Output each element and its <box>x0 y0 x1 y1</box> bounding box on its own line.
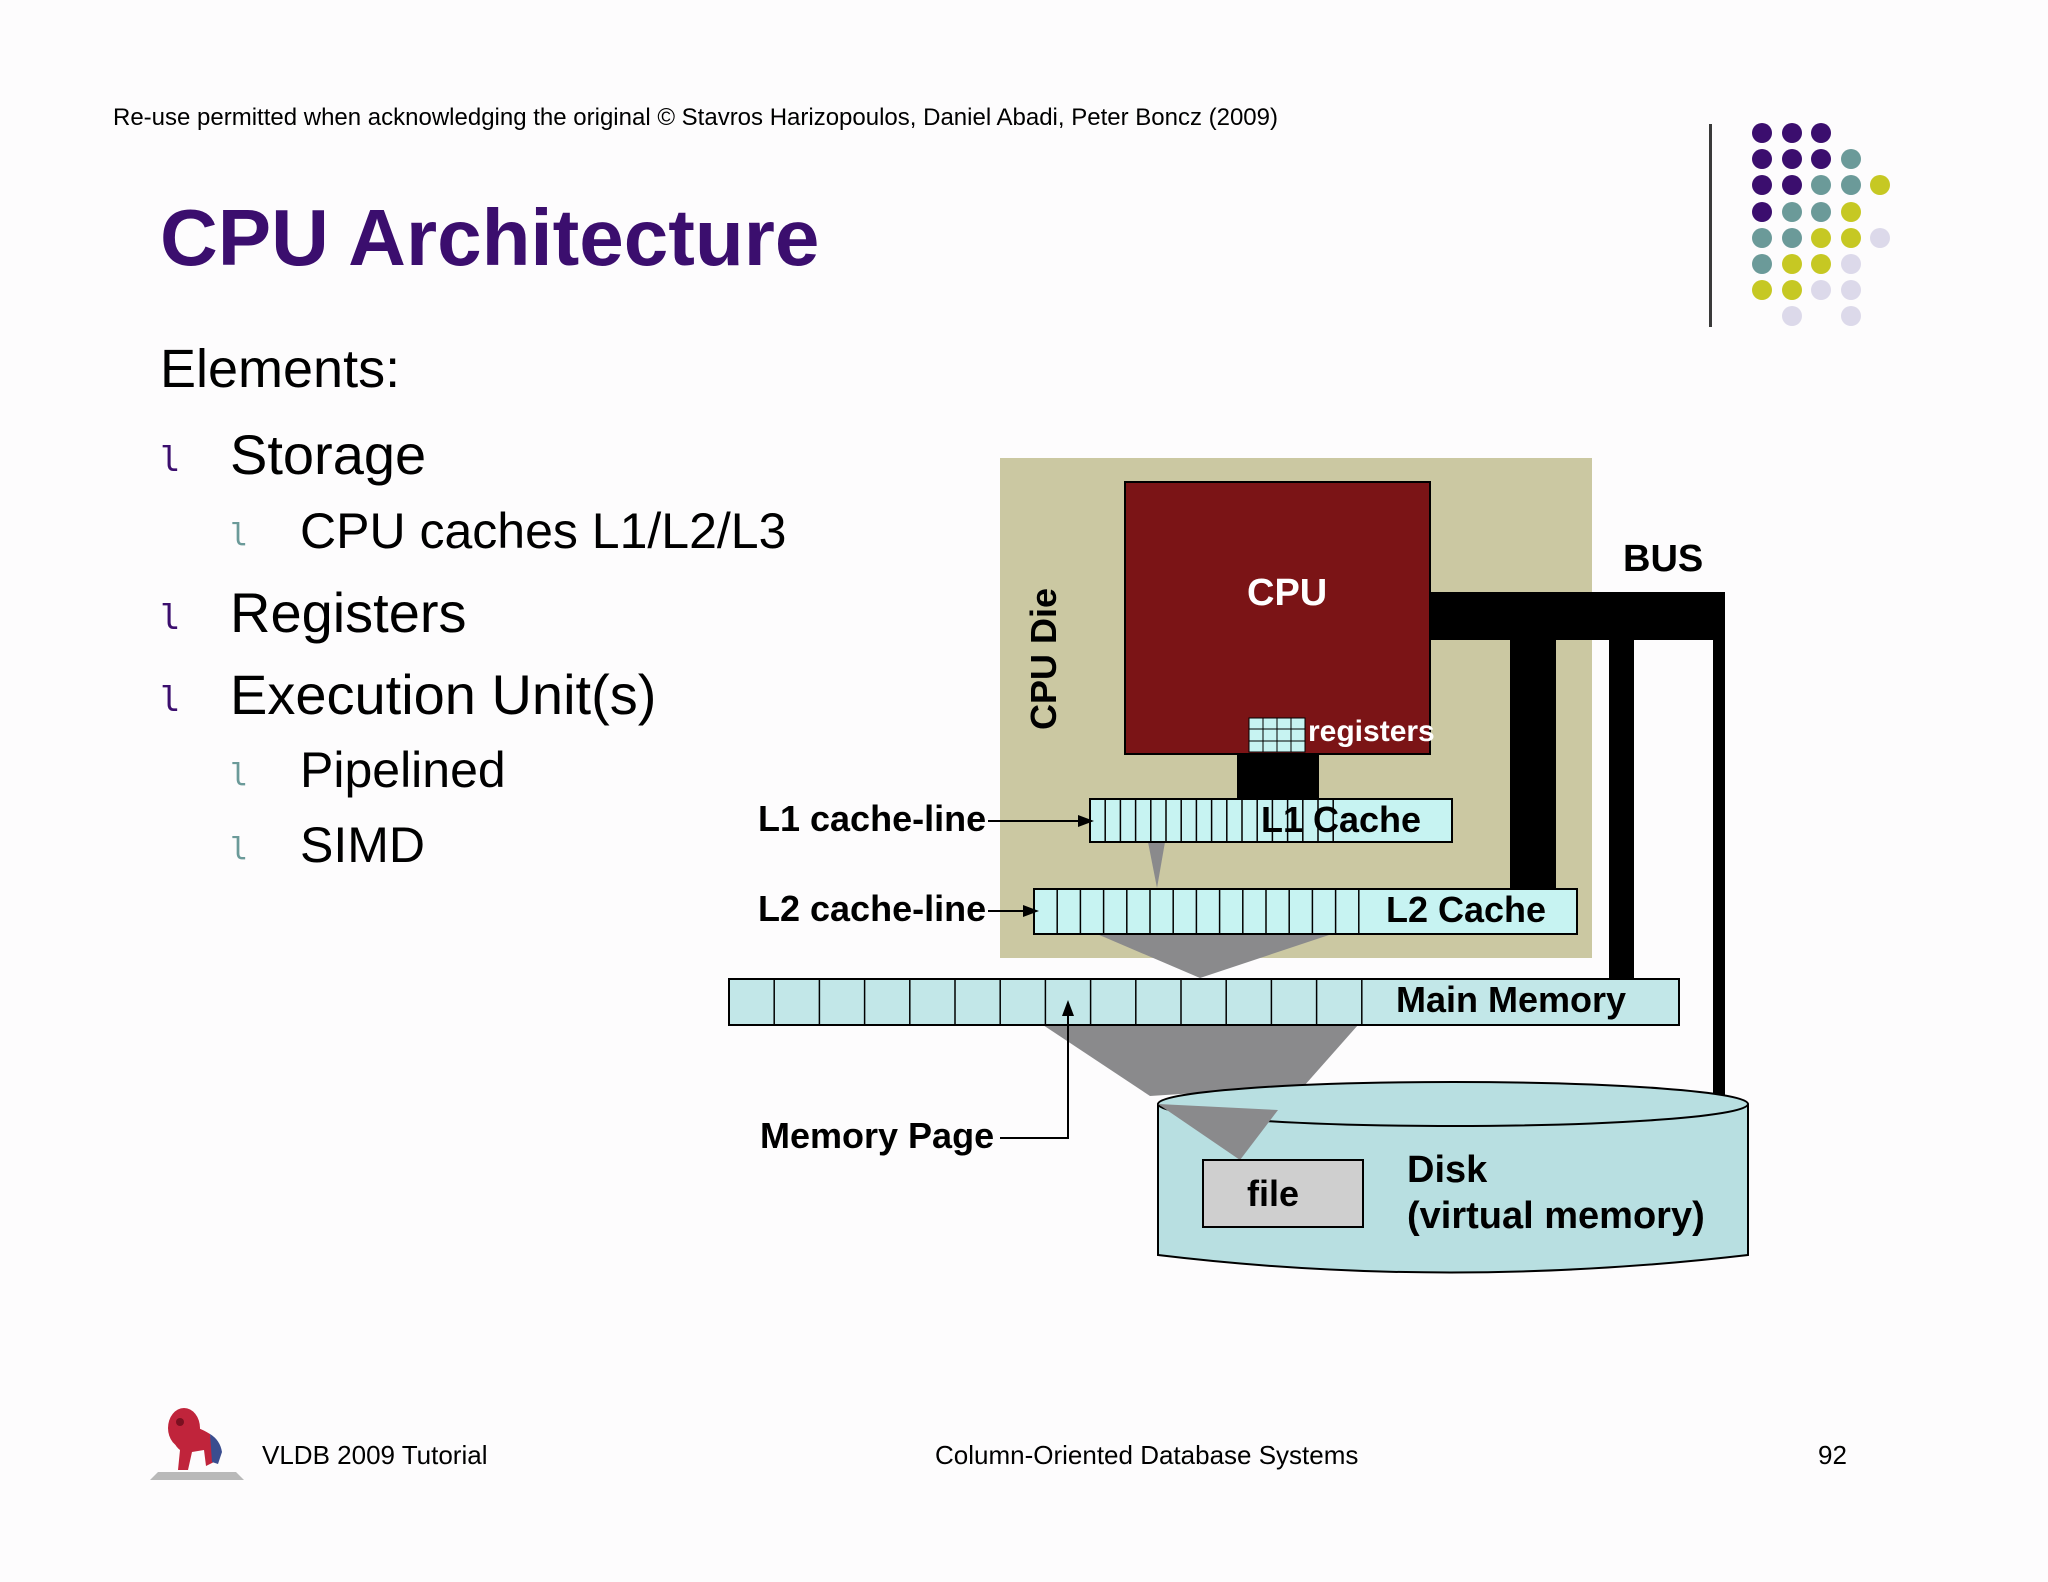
bullet-marker: l <box>160 680 181 720</box>
lion-logo <box>150 1408 244 1480</box>
copyright-notice: Re-use permitted when acknowledging the … <box>113 104 1278 131</box>
bullet-marker: l <box>230 518 249 553</box>
main-memory <box>728 978 1680 1026</box>
main-memory-label: Main Memory <box>1396 979 1626 1020</box>
decorative-dot <box>1840 201 1861 222</box>
slide-title: CPU Architecture <box>160 193 820 282</box>
decorative-dot <box>1811 254 1831 274</box>
list-item-cpu-caches: CPU caches L1/L2/L3 <box>300 503 787 559</box>
decorative-dot <box>1752 254 1772 274</box>
memory-page-arrow <box>1000 1000 1074 1139</box>
disk-cylinder <box>1157 1081 1749 1274</box>
decorative-dot <box>1811 201 1831 222</box>
page-number: 92 <box>1818 1440 1847 1470</box>
cpu-l1-connector <box>1237 754 1319 798</box>
footer-tutorial-name: VLDB 2009 Tutorial <box>262 1440 488 1470</box>
header-divider <box>1709 124 1712 327</box>
l1-l2-funnel <box>1148 842 1165 888</box>
list-item-pipelined: Pipelined <box>300 742 506 798</box>
registers-label: registers <box>1308 715 1435 748</box>
l1-cache-line-arrow <box>988 815 1094 827</box>
decorative-dot <box>1781 175 1802 196</box>
registers-grid <box>1248 717 1306 753</box>
footer-presentation-title: Column-Oriented Database Systems <box>935 1440 1359 1470</box>
list-item-storage: Storage <box>230 423 427 486</box>
decorative-dot <box>1870 227 1890 248</box>
l1-cache-label: L1 Cache <box>1261 799 1421 840</box>
decorative-dot <box>1781 227 1802 248</box>
cpu-die-label: CPU Die <box>1023 588 1064 730</box>
decorative-dot <box>1840 149 1861 170</box>
l2-cache-line-label: L2 cache-line <box>758 888 986 929</box>
decorative-dot <box>1781 201 1802 222</box>
decorative-dot <box>1781 254 1802 274</box>
file-box <box>1202 1159 1364 1228</box>
decorative-dot <box>1752 280 1772 301</box>
decorative-dot <box>1752 123 1772 143</box>
decorative-dot <box>1840 227 1861 248</box>
memory-disk-funnel <box>1043 1025 1358 1096</box>
cpu-label: CPU <box>1247 572 1327 614</box>
decorative-dot <box>1781 123 1802 143</box>
l2-memory-funnel <box>1097 934 1332 978</box>
l2-cache-line-arrow <box>988 905 1039 917</box>
decorative-dot <box>1840 306 1861 327</box>
l1-cache-line-label: L1 cache-line <box>758 798 986 839</box>
l1-cache <box>1089 798 1453 843</box>
decorative-dot <box>1811 123 1831 143</box>
disk-label: Disk <box>1407 1149 1488 1191</box>
list-item-simd: SIMD <box>300 817 425 873</box>
decorative-dot <box>1781 149 1802 170</box>
bus-lines <box>1430 592 1725 1104</box>
l2-cache-label: L2 Cache <box>1386 889 1546 930</box>
virtual-memory-label: (virtual memory) <box>1407 1195 1705 1237</box>
decorative-dot <box>1840 254 1861 274</box>
list-item-execution-units: Execution Unit(s) <box>230 663 657 726</box>
list-item-registers: Registers <box>230 581 467 644</box>
page-file-funnel <box>1158 1104 1278 1160</box>
bus-label: BUS <box>1623 538 1703 580</box>
decorative-dot <box>1752 175 1772 196</box>
decorative-dot <box>1752 201 1772 222</box>
cpu-block <box>1124 481 1431 755</box>
decorative-dot <box>1870 175 1890 196</box>
decorative-dot <box>1840 280 1861 301</box>
file-label: file <box>1247 1173 1299 1214</box>
decorative-dot <box>1811 280 1831 301</box>
decorative-dot <box>1752 227 1772 248</box>
list-heading: Elements: <box>160 339 401 399</box>
decorative-dot <box>1840 175 1861 196</box>
bullet-marker: l <box>230 832 249 867</box>
bullet-marker: l <box>160 598 181 638</box>
memory-page-label: Memory Page <box>760 1115 994 1156</box>
bullet-marker: l <box>160 440 181 480</box>
decorative-dot <box>1811 149 1831 170</box>
decorative-dot <box>1781 280 1802 301</box>
decorative-dot <box>1811 227 1831 248</box>
decorative-dot <box>1811 175 1831 196</box>
bullet-marker: l <box>230 758 249 793</box>
decorative-dot <box>1752 149 1772 170</box>
decorative-dot <box>1781 306 1802 327</box>
